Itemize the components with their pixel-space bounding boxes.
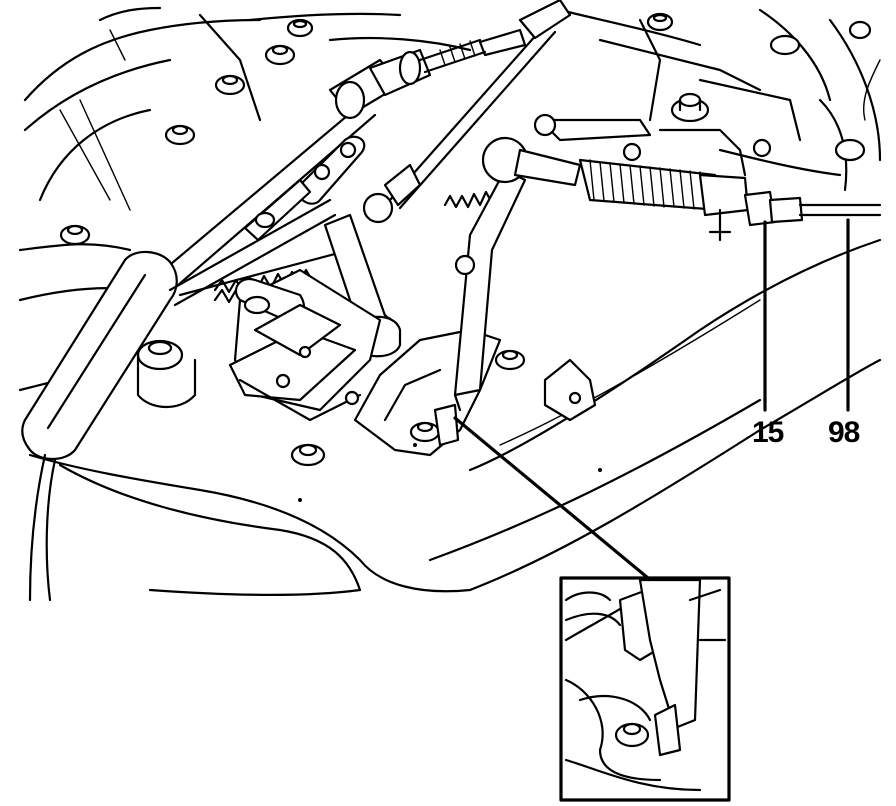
bolt-icon [290,443,326,467]
bolt-icon [286,18,314,38]
speck-marks [298,443,602,502]
bolt-icon [214,74,246,96]
return-spring-upper [443,190,494,209]
shift-rod [362,0,572,224]
callout-label-cable: 98 [828,416,860,449]
bolt-icon [164,124,196,146]
bolt-icon [646,12,674,32]
bolt-icon [670,92,710,123]
detail-inset [559,576,731,802]
bolt-icon [264,44,296,66]
cable-sleeve-left [21,198,352,602]
bolt-icon [136,339,197,409]
cable-fitting [743,190,882,227]
selector-lever-assembly [228,135,597,457]
bolt-icon [59,224,91,246]
callout-label-cable-fitting: 15 [752,416,784,449]
cable-boot-right [533,113,772,242]
leader-lines [763,218,850,412]
detail-leader-line [453,416,650,580]
bolt-icon [494,349,526,371]
